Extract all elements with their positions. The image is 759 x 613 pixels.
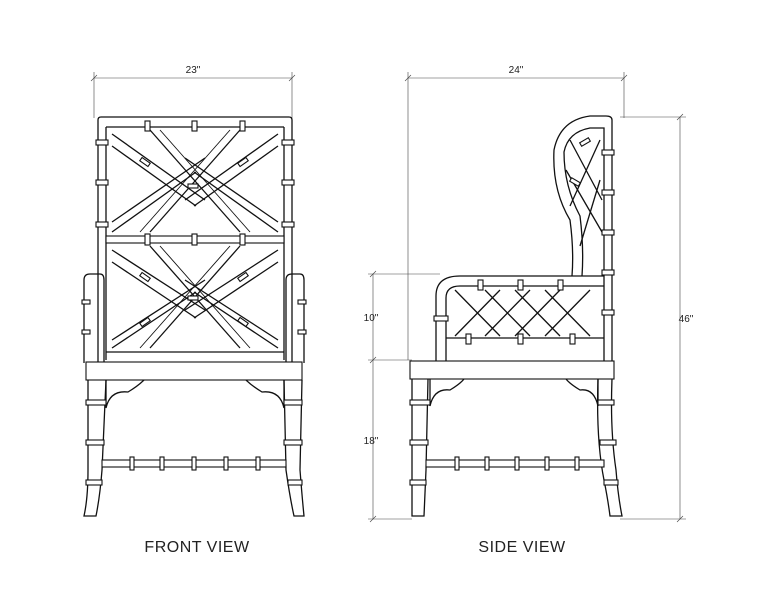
side-stretcher (425, 456, 605, 471)
side-depth-label: 24" (509, 65, 524, 76)
front-legs (83, 379, 305, 517)
front-seat (85, 361, 303, 381)
side-height-label: 46" (679, 314, 694, 325)
side-view: 24" 46" 10" 18" (364, 65, 694, 556)
side-view-label: SIDE VIEW (478, 539, 566, 556)
side-wing-back (553, 115, 615, 362)
front-view-label: FRONT VIEW (144, 539, 250, 556)
side-seat-height-label: 18" (364, 436, 379, 447)
side-arm-seat-dimensions: 10" 18" (364, 270, 440, 523)
side-seat (409, 360, 615, 380)
side-arm-panel (433, 275, 604, 362)
front-apron-brackets (105, 379, 285, 409)
side-arm-height-label: 10" (364, 313, 379, 324)
front-width-dimension: 23" (90, 65, 296, 118)
side-height-dimension: 46" (620, 113, 694, 523)
side-legs (409, 378, 623, 517)
side-depth-dimension: 24" (404, 65, 628, 360)
side-apron-brackets (429, 378, 599, 407)
front-stretcher (101, 456, 287, 471)
front-view: 23" (81, 65, 307, 556)
front-fretwork-upper (111, 129, 279, 233)
front-fretwork-lower (111, 245, 279, 349)
front-bamboo-nodes (95, 120, 295, 328)
front-width-label: 23" (186, 65, 201, 76)
front-arms (81, 273, 307, 363)
